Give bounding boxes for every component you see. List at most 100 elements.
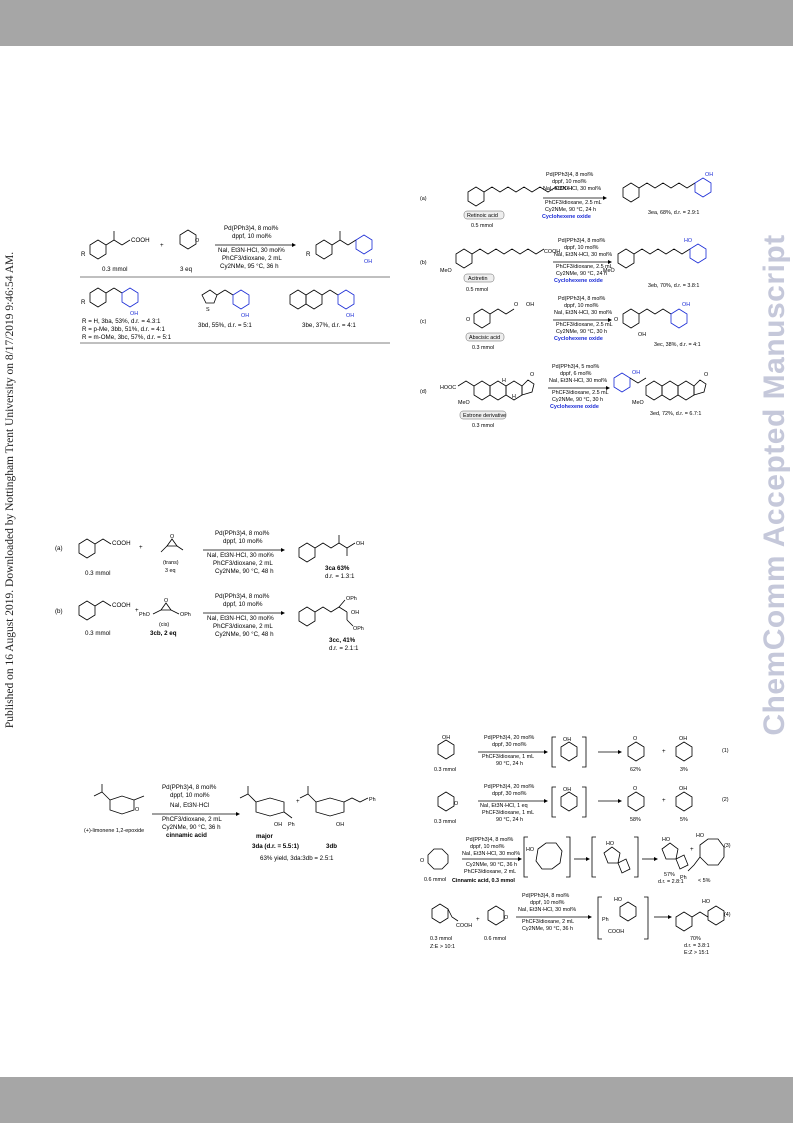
svg-text:E:Z > 15:1: E:Z > 15:1 [684,950,709,956]
product-3bd-structure: S OH [201,289,250,319]
svg-text:OH: OH [442,735,450,741]
svg-text:Z:E > 10:1: Z:E > 10:1 [430,944,455,950]
svg-text:Acitretin: Acitretin [468,276,487,282]
svg-text:COOH: COOH [112,602,131,609]
eq4-product-structure: HO [675,899,725,932]
svg-text:Cy2NMe, 90 °C, 30 h: Cy2NMe, 90 °C, 30 h [552,397,603,403]
svg-text:PhCF3/dioxane, 2 mL: PhCF3/dioxane, 2 mL [162,816,222,823]
svg-text:0.3 mmol: 0.3 mmol [434,819,456,825]
svg-text:OH: OH [632,370,640,376]
svg-text:NaI, Et3N·HCl, 30 mol%: NaI, Et3N·HCl, 30 mol% [554,252,612,258]
acitretin-structure: MeO COOH [440,248,560,274]
svg-text:dppf, 10 mol%: dppf, 10 mol% [232,233,272,240]
r-group-label: R [81,251,86,258]
svg-text:0.5 mmol: 0.5 mmol [471,223,493,229]
result-3be: 3be, 37%, d.r. = 4:1 [302,322,356,329]
svg-text:(4): (4) [724,912,731,918]
svg-text:Estrone derivative: Estrone derivative [463,413,506,419]
svg-text:major: major [256,833,273,840]
result-3bd: 3bd, 55%, d.r. = 5:1 [198,322,252,329]
product-3cc-structure: OPh OH OPh [298,596,364,632]
svg-text:OPh: OPh [353,626,364,632]
svg-text:(2): (2) [722,797,729,803]
svg-text:(a): (a) [55,545,63,552]
svg-text:O: O [504,915,508,921]
svg-text:PhCF3/dioxane, 2.5 mL: PhCF3/dioxane, 2.5 mL [556,264,613,270]
svg-text:Pd(PPh3)4, 20 mol%: Pd(PPh3)4, 20 mol% [484,735,535,741]
svg-text:HO: HO [526,847,534,853]
svg-text:HO: HO [684,238,692,244]
svg-text:Cyclohexene oxide: Cyclohexene oxide [554,278,603,284]
svg-text:OH: OH [679,736,687,742]
scheme-mechanism: OH 0.3 mmol Pd(PPh3)4, 20 mol% dppf, 30 … [420,735,731,956]
svg-text:O: O [633,736,637,742]
svg-text:MeO: MeO [603,268,615,274]
svg-text:O: O [454,801,458,807]
svg-text:57%: 57% [664,872,675,878]
svg-text:Ph: Ph [602,917,609,923]
svg-text:Pd(PPh3)4, 20 mol%: Pd(PPh3)4, 20 mol% [484,784,535,790]
accepted-manuscript-watermark: ChemComm Accepted Manuscript [758,234,791,736]
svg-text:PhCF3/dioxane, 2.5 mL: PhCF3/dioxane, 2.5 mL [552,390,609,396]
svg-text:HO: HO [696,833,704,839]
svg-text:Pd(PPh3)4, 8 mol%: Pd(PPh3)4, 8 mol% [215,593,270,600]
svg-text:3cc, 41%: 3cc, 41% [329,637,356,644]
svg-text:Cyclohexene oxide: Cyclohexene oxide [542,214,591,220]
publication-note: Published on 16 August 2019. Downloaded … [4,251,16,729]
svg-text:Cy2NMe, 95 °C, 36 h: Cy2NMe, 95 °C, 36 h [220,263,279,270]
svg-text:dppf, 10 mol%: dppf, 10 mol% [564,303,599,309]
svg-text:(trans): (trans) [163,560,179,566]
svg-text:0.3 mmol: 0.3 mmol [472,423,494,429]
svg-text:PhO: PhO [139,612,150,618]
svg-text:MeO: MeO [440,268,452,274]
svg-text:OH: OH [705,172,713,178]
svg-text:3da (d.r. = 5.5:1): 3da (d.r. = 5.5:1) [252,843,299,850]
svg-text:HO: HO [606,841,614,847]
svg-text:Cy2NMe, 90 °C, 36 h: Cy2NMe, 90 °C, 36 h [466,862,517,868]
svg-text:5%: 5% [680,817,688,823]
svg-text:OH: OH [679,786,687,792]
svg-text:COOH: COOH [544,249,560,255]
product-3b-structure: R OH [81,287,139,317]
product-3ca-structure: OH [298,535,364,563]
svg-text:dppf, 10 mol%: dppf, 10 mol% [223,601,263,608]
svg-text:O: O [633,786,637,792]
svg-text:COOH: COOH [556,186,572,192]
eq4-reactant-epoxide: O [487,905,508,926]
svg-text:O: O [164,598,168,604]
svg-text:O: O [704,372,708,378]
cinnamic-acid-a: COOH [78,538,131,559]
svg-text:d.r. = 3.8:1: d.r. = 3.8:1 [684,943,710,949]
svg-text:70%: 70% [690,936,701,942]
svg-text:0.3 mmol: 0.3 mmol [430,936,452,942]
svg-text:d.r. = 2.1:1: d.r. = 2.1:1 [329,645,359,652]
svg-text:cinnamic acid: cinnamic acid [166,832,207,839]
svg-text:Retinoic acid: Retinoic acid [467,213,498,219]
svg-text:dppf, 10 mol%: dppf, 10 mol% [564,245,599,251]
svg-text:Cy2NMe, 90 °C, 30 h: Cy2NMe, 90 °C, 30 h [556,329,607,335]
svg-text:+: + [662,748,666,755]
svg-text:NaI, Et3N·HCl, 30 mol%: NaI, Et3N·HCl, 30 mol% [218,247,285,254]
svg-text:HO: HO [702,899,710,905]
svg-text:dppf, 10 mol%: dppf, 10 mol% [552,179,587,185]
svg-text:dppf, 10 mol%: dppf, 10 mol% [470,844,505,850]
product-3ea-structure: OH [622,172,713,203]
svg-text:+: + [139,544,143,551]
svg-text:d.r. = 1.3:1: d.r. = 1.3:1 [325,573,355,580]
svg-text:OH: OH [336,822,344,828]
svg-text:(1): (1) [722,748,729,754]
svg-text:MeO: MeO [632,400,644,406]
svg-text:OH: OH [356,541,364,547]
svg-text:H: H [502,378,506,384]
svg-text:Cy2NMe, 90 °C, 24 h: Cy2NMe, 90 °C, 24 h [556,271,607,277]
svg-text:Ph: Ph [288,822,295,828]
svg-text:PhCF3/dioxane, 2 mL: PhCF3/dioxane, 2 mL [464,869,516,875]
svg-text:(cis): (cis) [159,622,169,628]
svg-text:+: + [160,242,164,249]
svg-text:HO: HO [662,837,670,843]
svg-text:Cy2NMe, 90 °C, 36 h: Cy2NMe, 90 °C, 36 h [522,926,573,932]
scheme-acyclic-epoxides: (a) COOH 0.3 mmol + O (trans) 3 eq Pd(PP… [55,530,364,652]
aryl-acid-structure: COOH R [81,231,150,260]
svg-text:OH: OH [563,787,571,793]
svg-text:Cyclohexene oxide: Cyclohexene oxide [554,336,603,342]
